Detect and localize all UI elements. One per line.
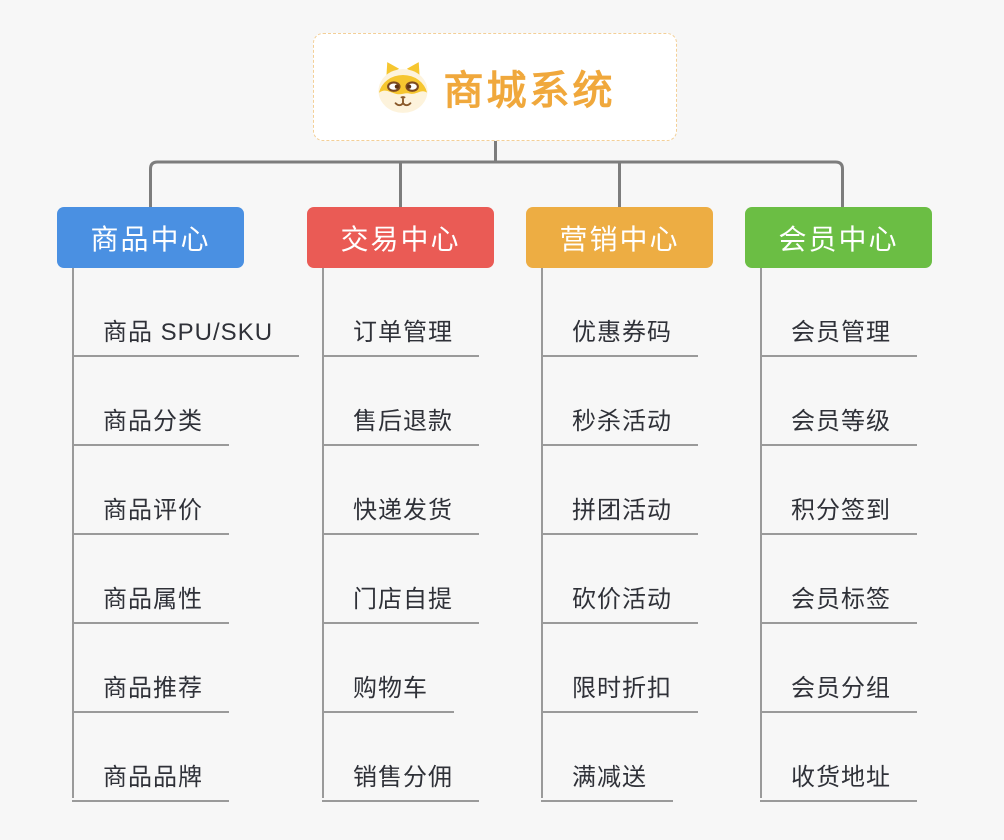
leaf-node[interactable]: 门店自提 bbox=[322, 535, 479, 624]
leaf-node[interactable]: 砍价活动 bbox=[541, 535, 698, 624]
leaf-node[interactable]: 商品推荐 bbox=[72, 624, 229, 713]
leaf-node[interactable]: 积分签到 bbox=[760, 446, 917, 535]
branch-rail-line bbox=[149, 160, 844, 207]
leaf-node[interactable]: 限时折扣 bbox=[541, 624, 698, 713]
leaf-node[interactable]: 满减送 bbox=[541, 713, 673, 802]
root-node[interactable]: 商城系统 bbox=[313, 33, 677, 141]
leaf-node[interactable]: 商品分类 bbox=[72, 357, 229, 446]
leaf-node[interactable]: 秒杀活动 bbox=[541, 357, 698, 446]
leaf-node[interactable]: 会员等级 bbox=[760, 357, 917, 446]
leaf-node[interactable]: 优惠券码 bbox=[541, 268, 698, 357]
branch-leaves-trade-center: 订单管理 售后退款 快递发货 门店自提 购物车 销售分佣 bbox=[322, 268, 479, 802]
leaf-node[interactable]: 快递发货 bbox=[322, 446, 479, 535]
leaf-node[interactable]: 商品评价 bbox=[72, 446, 229, 535]
leaf-node[interactable]: 拼团活动 bbox=[541, 446, 698, 535]
root-node-title: 商城系统 bbox=[443, 69, 616, 113]
shiba-dog-icon bbox=[378, 61, 427, 113]
branch-leaves-product-center: 商品 SPU/SKU 商品分类 商品评价 商品属性 商品推荐 商品品牌 bbox=[72, 268, 300, 802]
branch-header-marketing-center[interactable]: 营销中心 bbox=[526, 207, 713, 268]
leaf-node[interactable]: 订单管理 bbox=[322, 268, 479, 357]
leaf-node[interactable]: 收货地址 bbox=[760, 713, 917, 802]
branch-leaves-member-center: 会员管理 会员等级 积分签到 会员标签 会员分组 收货地址 bbox=[760, 268, 917, 802]
leaf-node[interactable]: 商品 SPU/SKU bbox=[72, 268, 300, 357]
leaf-node[interactable]: 售后退款 bbox=[322, 357, 479, 446]
branch-leaves-marketing-center: 优惠券码 秒杀活动 拼团活动 砍价活动 限时折扣 满减送 bbox=[541, 268, 698, 802]
branch-header-product-center[interactable]: 商品中心 bbox=[57, 207, 244, 268]
leaf-node[interactable]: 会员标签 bbox=[760, 535, 917, 624]
branch-header-member-center[interactable]: 会员中心 bbox=[745, 207, 932, 268]
leaf-node[interactable]: 会员分组 bbox=[760, 624, 917, 713]
leaf-node[interactable]: 销售分佣 bbox=[322, 713, 479, 802]
leaf-node[interactable]: 会员管理 bbox=[760, 268, 917, 357]
leaf-node[interactable]: 商品属性 bbox=[72, 535, 229, 624]
leaf-node[interactable]: 商品品牌 bbox=[72, 713, 229, 802]
leaf-node[interactable]: 购物车 bbox=[322, 624, 454, 713]
branch-header-trade-center[interactable]: 交易中心 bbox=[307, 207, 494, 268]
